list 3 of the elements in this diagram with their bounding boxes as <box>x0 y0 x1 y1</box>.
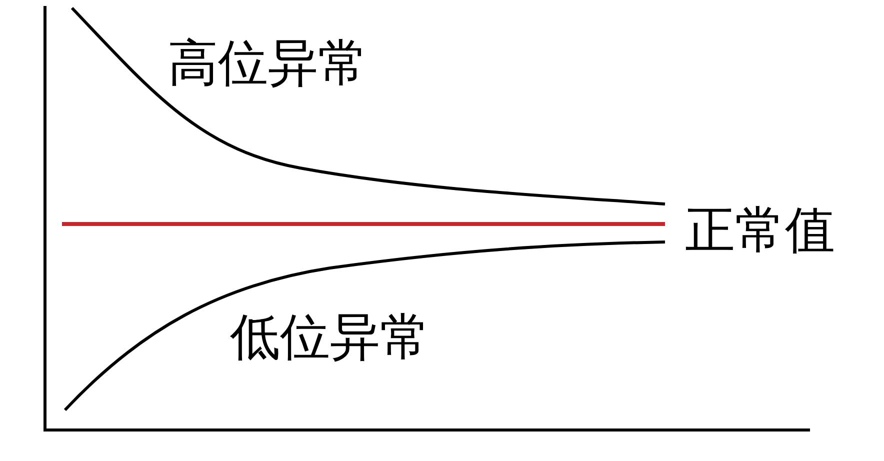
curve-label: 高位异常 <box>168 38 368 88</box>
reference-label: 正常值 <box>685 205 835 255</box>
curve-label: 低位异常 <box>230 312 430 362</box>
